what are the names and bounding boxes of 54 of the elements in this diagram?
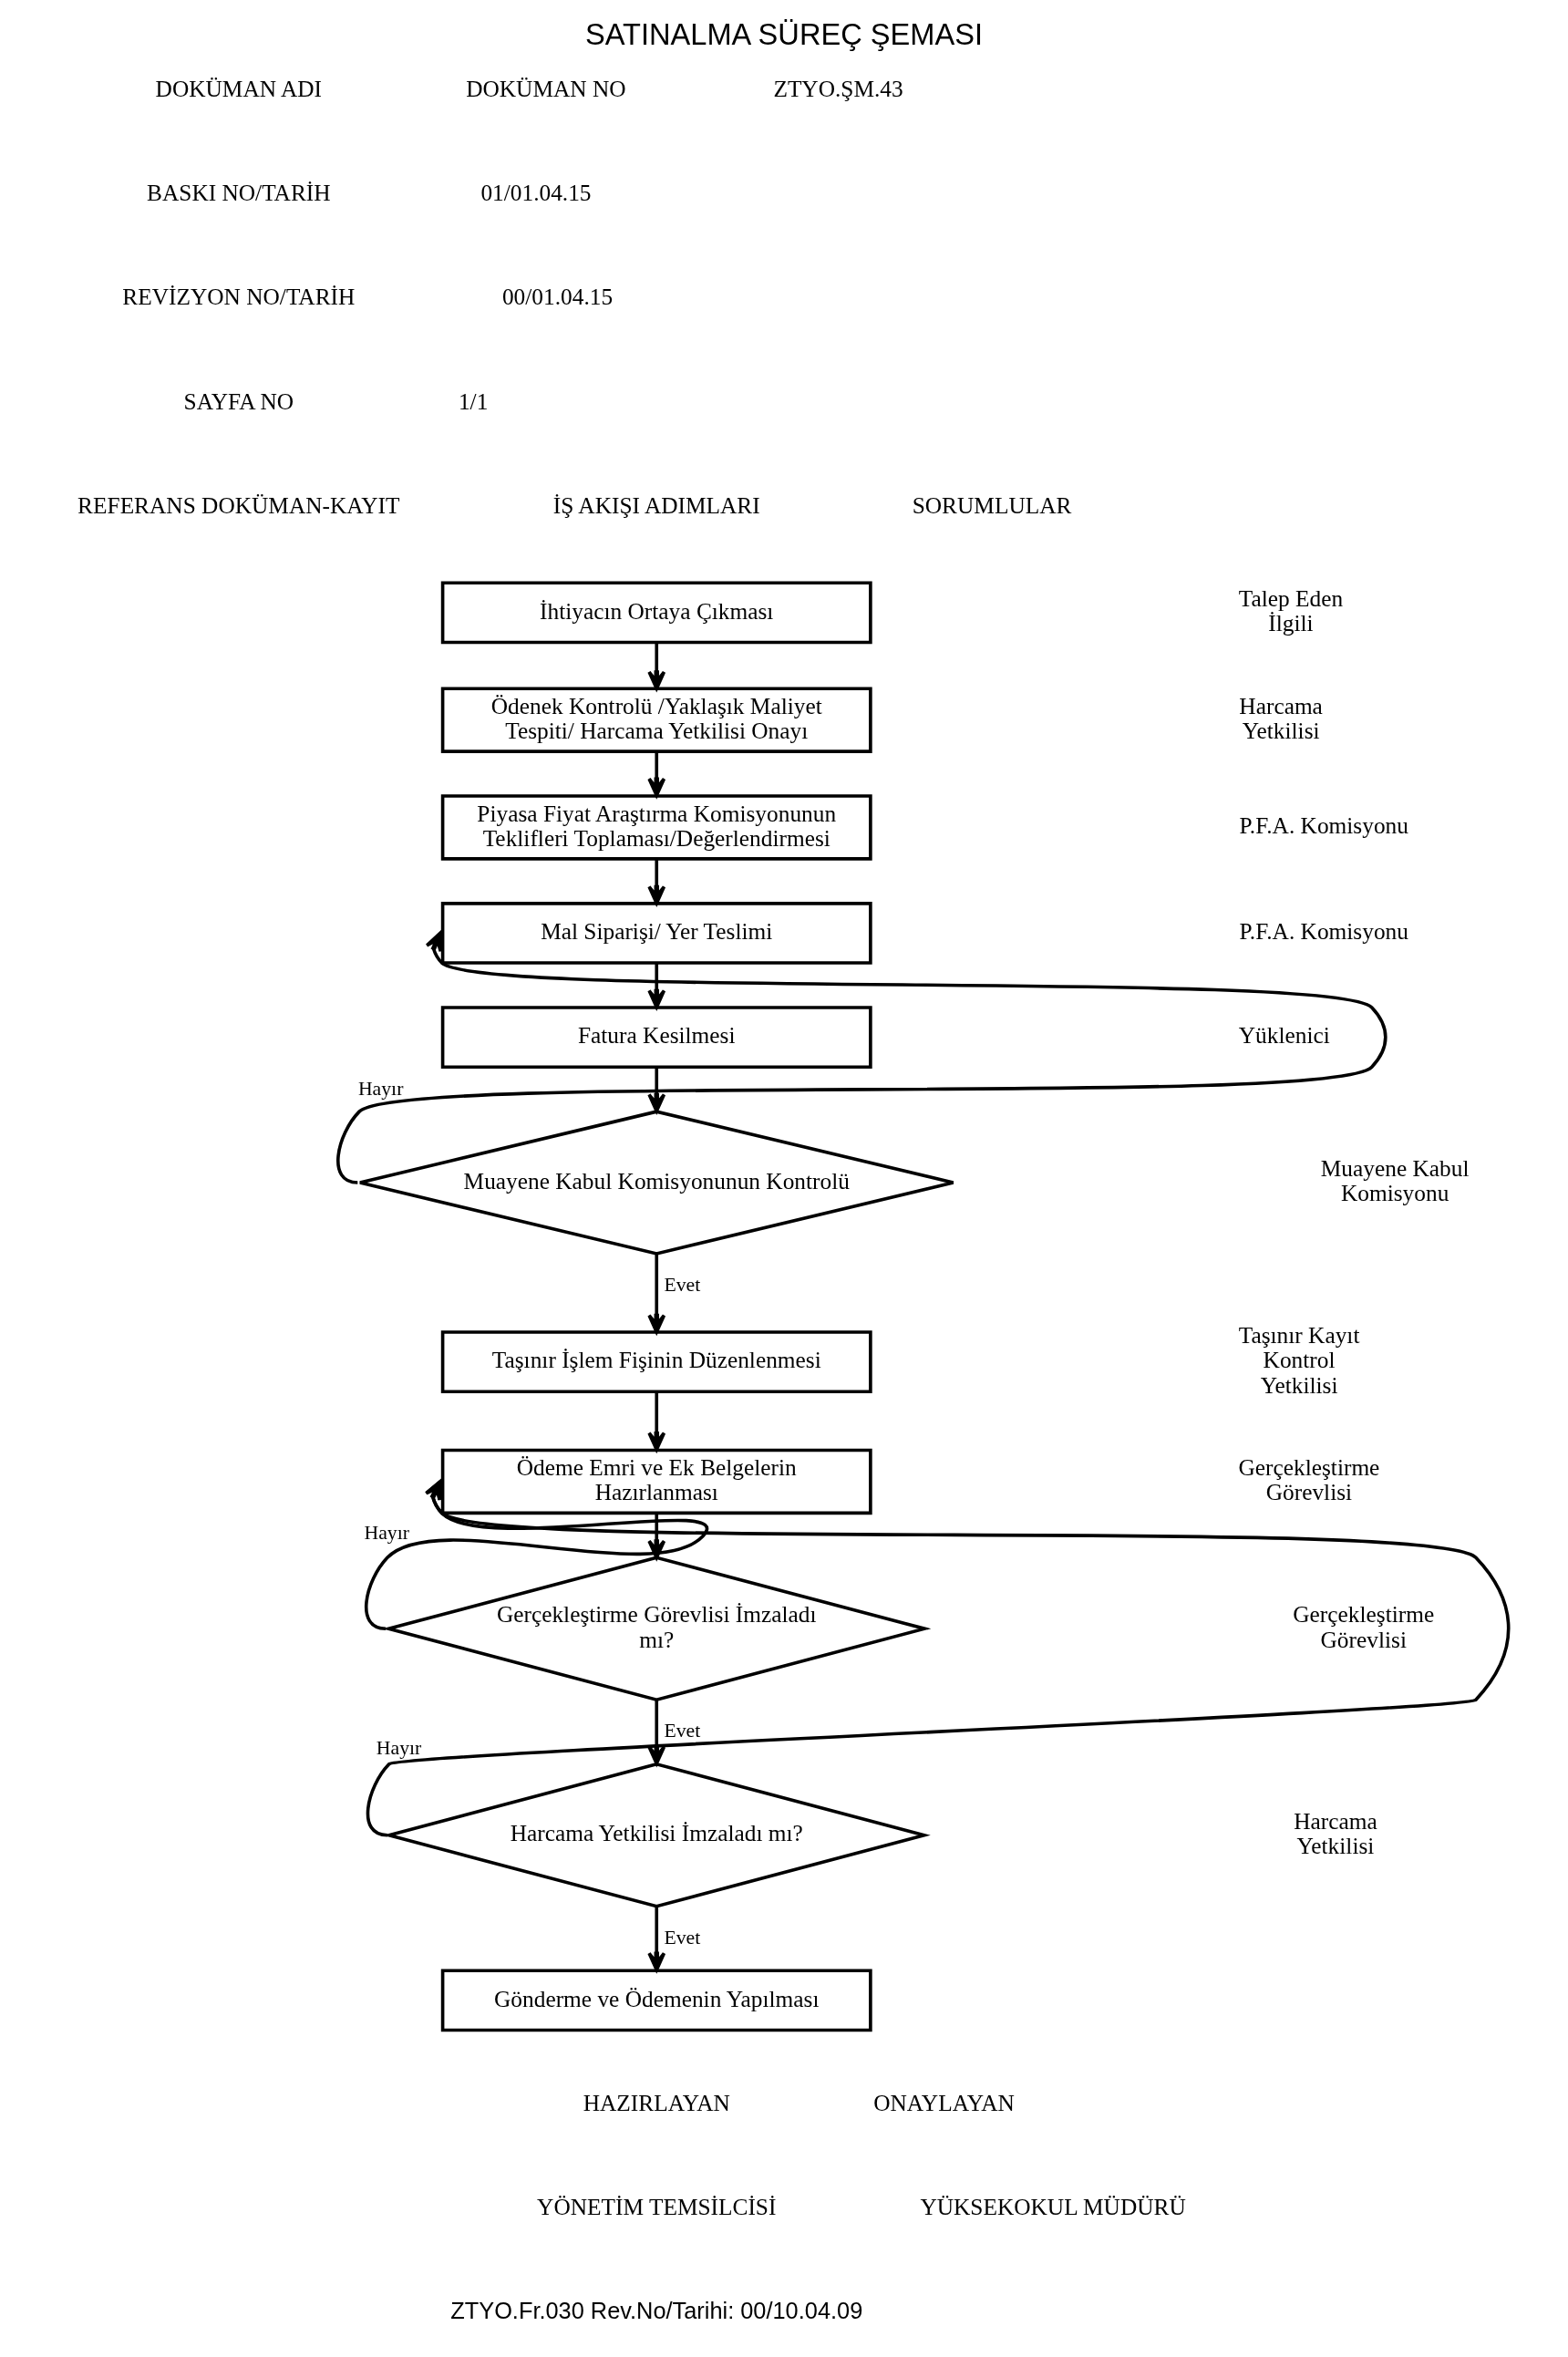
diagram-title: SATINALMA SÜREÇ ŞEMASI [584, 17, 984, 52]
arrow [647, 1391, 666, 1452]
label: Gerçekleştirme Görevlisi [1293, 1601, 1435, 1652]
label: ZTYO.ŞM.43 [773, 76, 903, 102]
label: BASKI NO/TARİH [147, 180, 331, 206]
label: P.F.A. Komisyonu [1239, 918, 1408, 945]
node-box: İhtiyacın Ortaya Çıkması [440, 581, 872, 645]
node-box: Fatura Kesilmesi [440, 1006, 872, 1069]
label: REFERANS DOKÜMAN-KAYIT [77, 491, 400, 518]
label: 01/01.04.15 [480, 180, 592, 206]
label: İŞ AKIŞI ADIMLARI [552, 491, 760, 518]
label: Muayene Kabul Komisyonu [1320, 1155, 1470, 1206]
arrow [647, 642, 666, 690]
label: P.F.A. Komisyonu [1239, 812, 1408, 839]
label: Talep Eden İlgili [1238, 585, 1344, 636]
label: Harcama Yetkilisi [1239, 692, 1323, 743]
node-box: Ödenek Kontrolü /Yaklaşık Maliyet Tespiti/ Harcama Yetkilisi Onayı [440, 687, 872, 753]
node-box: Piyasa Fiyat Araştırma Komisyonunun Teklifleri Toplaması/Değerlendirmesi [440, 794, 872, 861]
arrow [647, 751, 666, 798]
arrow [366, 1480, 1511, 1837]
arrow [365, 1480, 707, 1631]
arrow [647, 859, 666, 905]
label: 1/1 [458, 388, 489, 414]
edge-label: Hayır [364, 1522, 410, 1545]
node-box: Ödeme Emri ve Ek Belgelerin Hazırlanması [440, 1448, 872, 1515]
edge-label: Evet [664, 1273, 701, 1296]
label: Gerçekleştirme Görevlisi [1238, 1454, 1380, 1505]
arrow [647, 1254, 666, 1334]
arrow [647, 1906, 666, 1972]
label: DOKÜMAN ADI [155, 76, 323, 102]
arrow [647, 1067, 666, 1113]
label: Taşınır Kayıt Kontrol Yetkilisi [1238, 1322, 1360, 1398]
label: DOKÜMAN NO [466, 76, 626, 102]
arrow [337, 931, 1387, 1184]
label: YÖNETİM TEMSİLCİSİ [537, 2193, 777, 2219]
arrow [647, 963, 666, 1009]
node-box: Gönderme ve Ödemenin Yapılması [440, 1969, 872, 2032]
label: SAYFA NO [183, 388, 294, 414]
edge-label: Hayır [357, 1078, 404, 1101]
node-box: Mal Siparişi/ Yer Teslimi [440, 902, 872, 965]
edge-label: Evet [664, 1720, 701, 1742]
label: HAZIRLAYAN [583, 2089, 730, 2115]
label: ONAYLAYAN [873, 2089, 1015, 2115]
node-diamond: Muayene Kabul Komisyonunun Kontrolü [358, 1110, 955, 1256]
label: SORUMLULAR [912, 491, 1072, 518]
label: REVİZYON NO/TARİH [122, 284, 356, 310]
label: YÜKSEKOKUL MÜDÜRÜ [920, 2193, 1186, 2219]
label: Yüklenici [1238, 1022, 1330, 1049]
label: Harcama Yetkilisi [1294, 1807, 1377, 1859]
label: 00/01.04.15 [501, 284, 614, 310]
label: ZTYO.Fr.030 Rev.No/Tarihi: 00/10.04.09 [450, 2298, 863, 2324]
edge-label: Hayır [376, 1737, 422, 1760]
node-box: Taşınır İşlem Fişinin Düzenlenmesi [440, 1330, 872, 1394]
edge-label: Evet [664, 1926, 701, 1949]
